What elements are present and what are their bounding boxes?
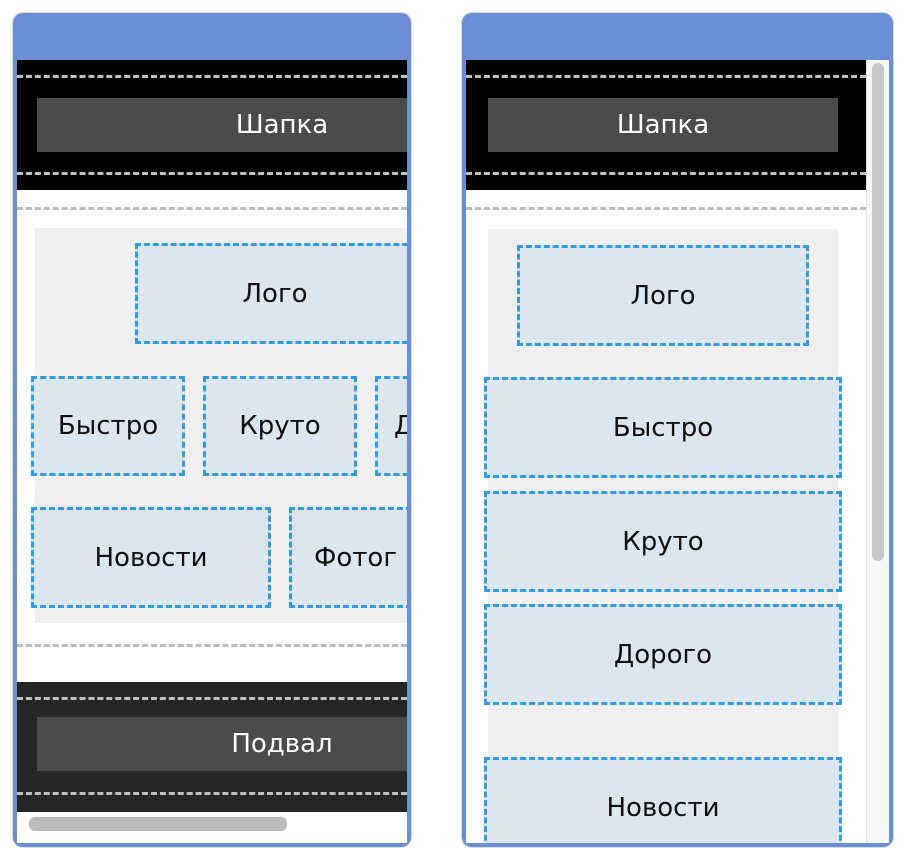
- card-label: Круто: [622, 526, 704, 557]
- dash-divider: [466, 172, 866, 175]
- card-label: Круто: [239, 411, 321, 441]
- dash-divider: [17, 644, 407, 647]
- card-novosti: Новости: [31, 507, 271, 608]
- dash-divider: [466, 75, 866, 78]
- card-dorogo-partial: Д: [375, 376, 407, 476]
- card-label: Новости: [606, 792, 720, 823]
- card-bystro: Быстро: [484, 377, 842, 478]
- card-label: Д: [394, 411, 407, 441]
- logo-box: Лого: [135, 243, 407, 344]
- card-foto-partial: Фотог: [289, 507, 407, 608]
- header-section: Шапка: [466, 60, 866, 190]
- card-label: Дорого: [613, 639, 713, 670]
- card-novosti: Новости: [484, 757, 842, 843]
- dash-divider: [17, 207, 407, 210]
- card-kruto: Круто: [203, 376, 357, 476]
- header-label: Шапка: [616, 110, 710, 140]
- header-section: Шапка: [17, 60, 407, 190]
- dash-divider: [17, 792, 407, 795]
- dash-divider: [466, 207, 866, 210]
- footer-section: Подвал: [17, 682, 407, 812]
- logo-box: Лого: [517, 245, 809, 346]
- card-kruto: Круто: [484, 491, 842, 592]
- card-label: Новости: [94, 542, 208, 573]
- footer-label: Подвал: [231, 729, 333, 759]
- card-bystro: Быстро: [31, 376, 185, 476]
- logo-label: Лого: [242, 278, 308, 309]
- horizontal-scrollbar-thumb[interactable]: [29, 817, 287, 831]
- card-label: Быстро: [612, 412, 714, 443]
- dash-divider: [17, 172, 407, 175]
- card-dorogo: Дорого: [484, 604, 842, 705]
- right-viewport[interactable]: Шапка Лого Быстро Круто Дорого Новости: [466, 60, 889, 843]
- logo-label: Лого: [630, 280, 696, 311]
- header-label: Шапка: [235, 110, 329, 140]
- left-browser-window: Шапка Лого Быстро Круто Д Новости Фотог: [13, 13, 411, 847]
- footer-bar: Подвал: [37, 717, 407, 771]
- left-viewport[interactable]: Шапка Лого Быстро Круто Д Новости Фотог: [17, 60, 407, 843]
- right-browser-window: Шапка Лого Быстро Круто Дорого Новости: [462, 13, 893, 847]
- dash-divider: [17, 75, 407, 78]
- header-bar: Шапка: [488, 98, 838, 152]
- card-label: Быстро: [57, 411, 159, 441]
- header-bar: Шапка: [37, 98, 407, 152]
- card-label: Фотог: [314, 542, 398, 573]
- vertical-scrollbar-thumb[interactable]: [872, 63, 884, 561]
- dash-divider: [17, 697, 407, 700]
